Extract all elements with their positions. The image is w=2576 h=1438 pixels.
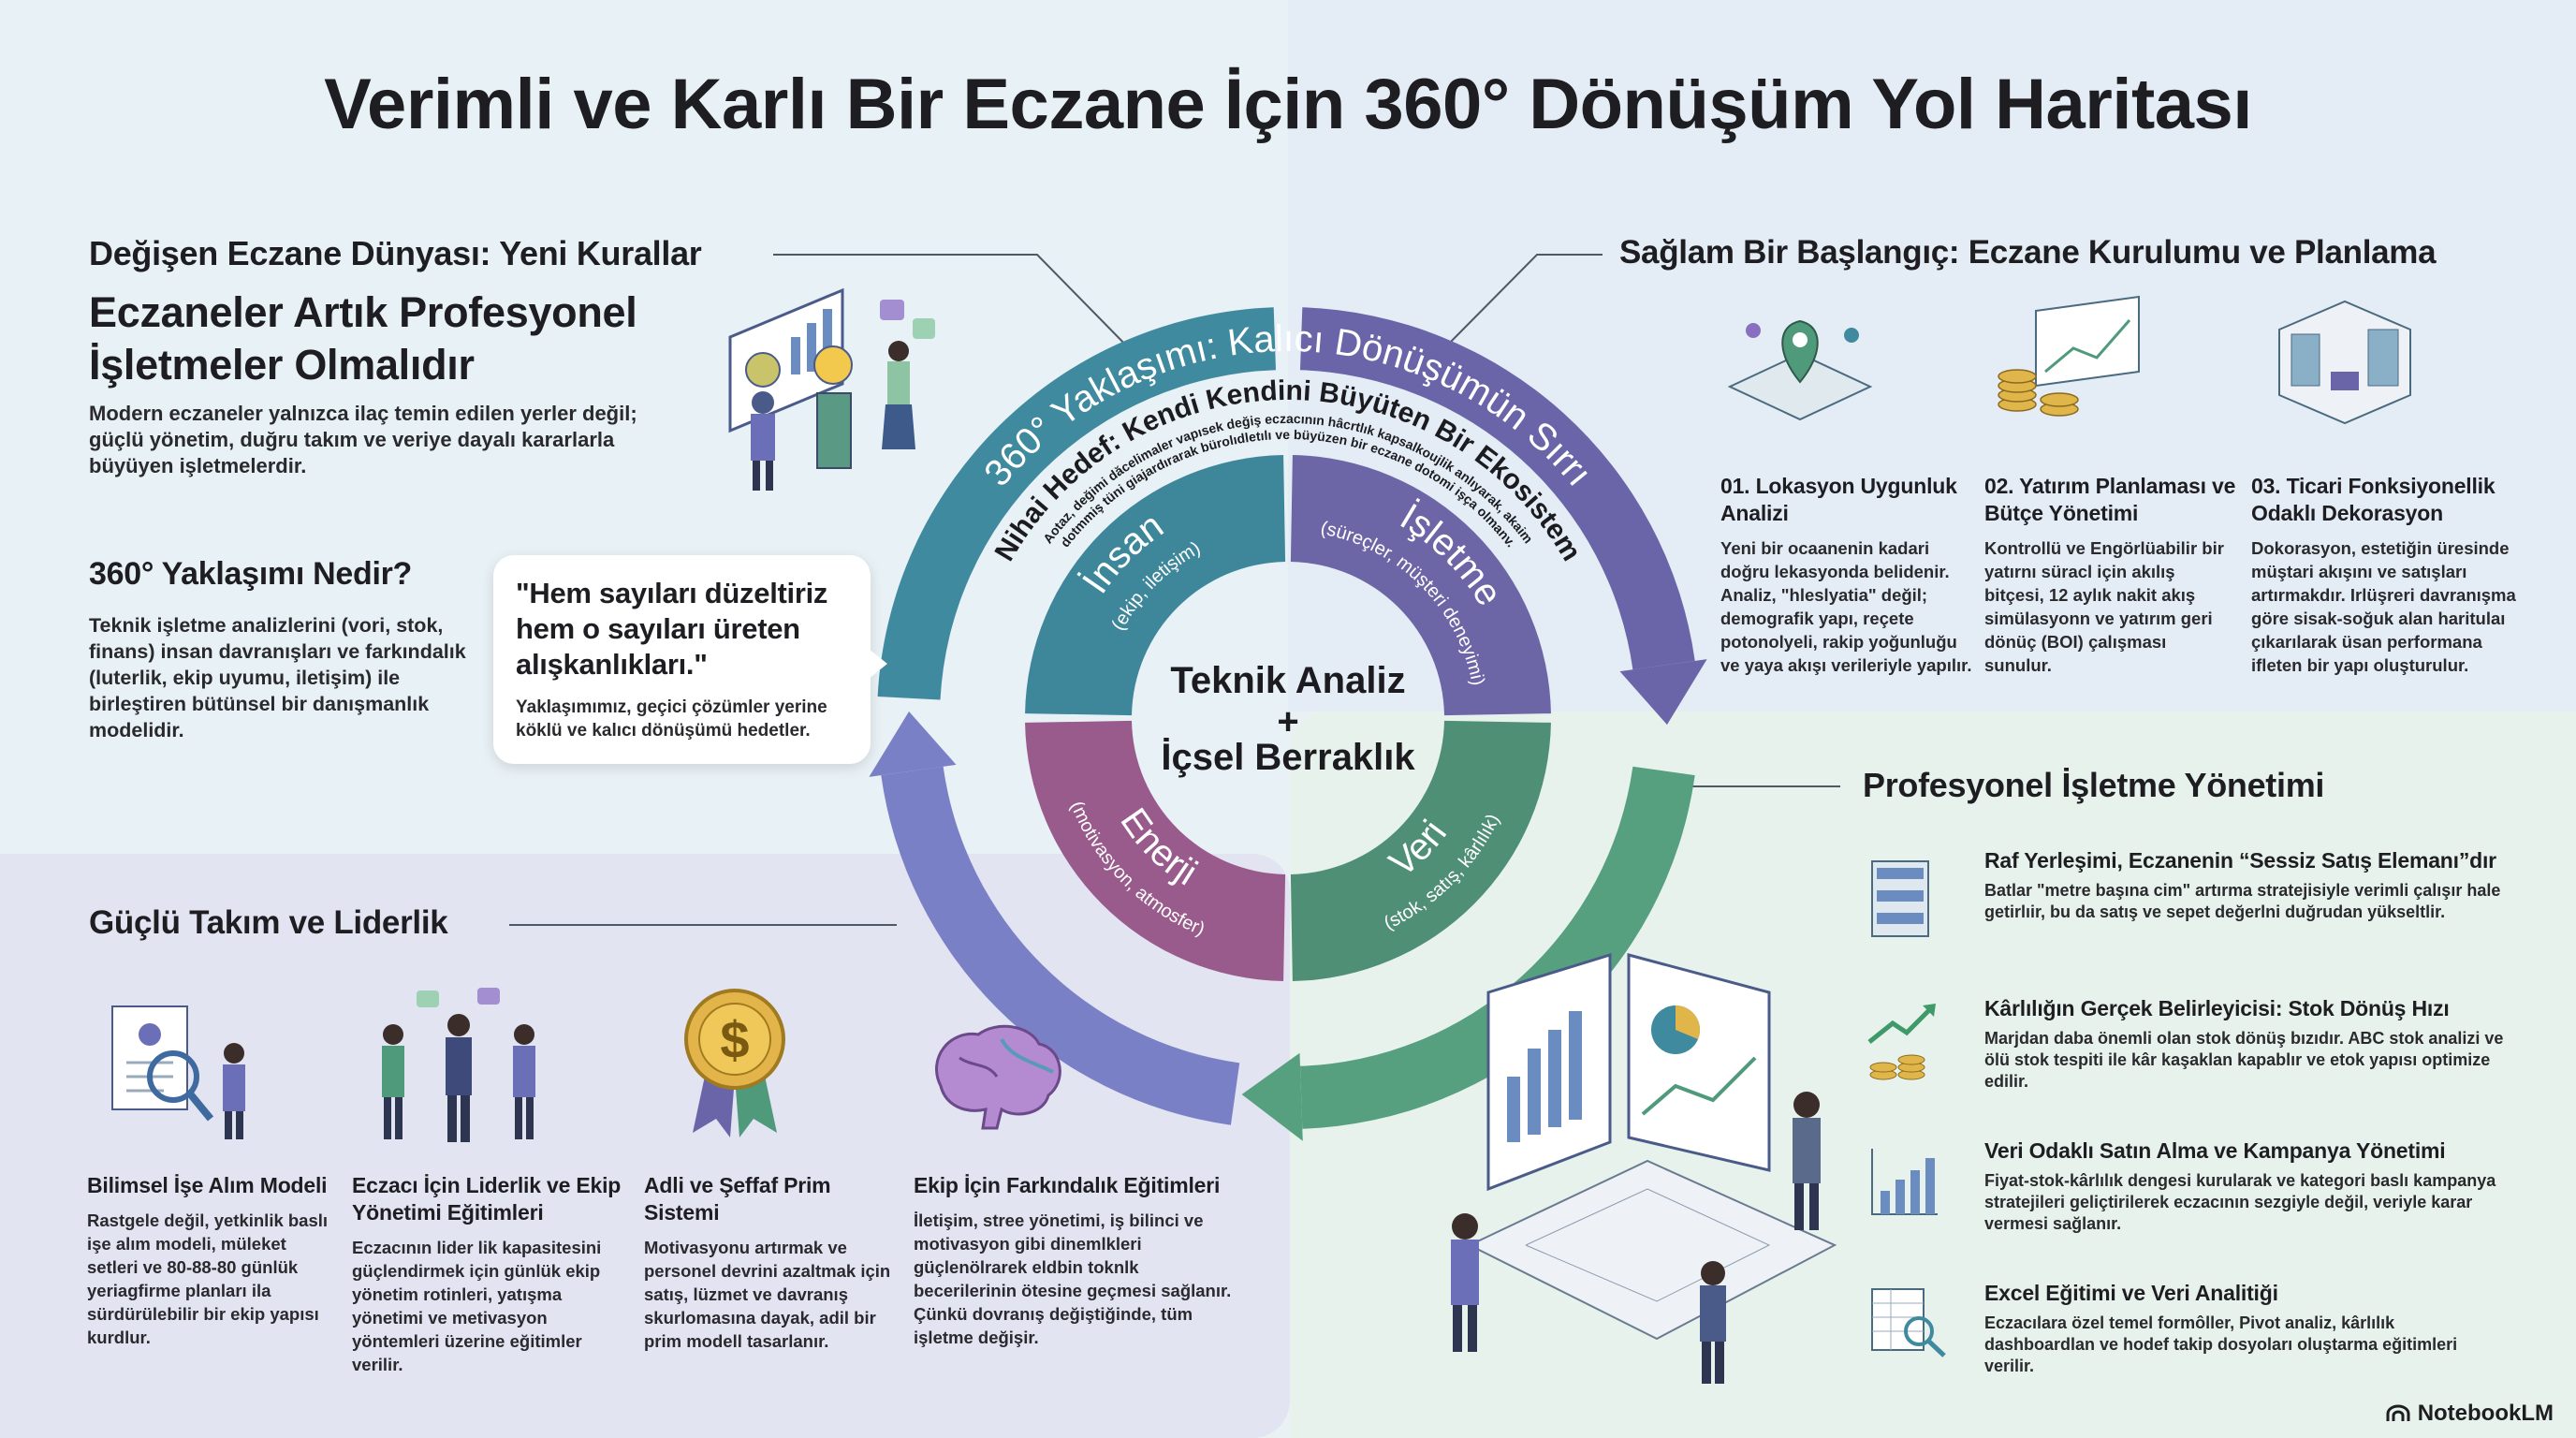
quote-subtext: Yaklaşımımız, geçici çözümler yerine kök… (516, 697, 827, 741)
management-item-2: Kârlılığın Gerçek Belirleyicisi: Stok Dö… (1984, 995, 2509, 1093)
team-item-title: Adli ve Şeffaf Prim Sistemi (644, 1173, 831, 1225)
center-label-1: Teknik Analiz (1170, 660, 1405, 701)
approach-text: Teknik işletme analizlerini (vori, stok,… (89, 614, 466, 741)
presentation-illustration (728, 287, 935, 491)
inner-quadrant-3 (1025, 720, 1286, 981)
connector-lines (509, 254, 1840, 926)
section-title-team: Güçlü Takım ve Liderlik (89, 904, 448, 941)
quote-text: "Hem sayıları düzeltiriz hem o sayıları … (516, 577, 828, 681)
management-item-title: Kârlılığın Gerçek Belirleyicisi: Stok Dö… (1984, 996, 2450, 1020)
section-title-changing-world: Değişen Eczane Dünyası: Yeni Kurallar (89, 234, 702, 272)
management-item-body: Marjdan daba önemli olan stok dönüş bızı… (1984, 1029, 2504, 1091)
connector-left-top (773, 254, 1135, 355)
management-item-title: Veri Odaklı Satın Alma ve Kampanya Yönet… (1984, 1138, 2446, 1163)
background-team-panel (0, 854, 1290, 1438)
section-title-setup: Sağlam Bir Başlangıç: Eczane Kurulumu ve… (1619, 234, 2437, 271)
management-item-body: Batlar "metre başına cim" artırma strate… (1984, 881, 2501, 921)
dashboard-illustration (1451, 952, 1837, 1384)
location-map-icon (1727, 319, 1873, 421)
notebooklm-logo-icon (2386, 1404, 2410, 1421)
management-item-4: Excel Eğitimi ve Veri Analitiği Eczacıla… (1984, 1280, 2509, 1377)
outer-ring-segment-blue (881, 766, 1240, 1125)
setup-step-title: 01. Lokasyon Uygunluk Analizi (1720, 474, 1957, 525)
headline: Eczaneler Artık Profesyonel İşletmeler O… (89, 286, 637, 391)
team-item-title: Ekip İçin Farkındalık Eğitimleri (914, 1173, 1221, 1197)
inner-quadrant-2 (1290, 720, 1551, 981)
team-item-title: Eczacı İçin Liderlik ve Ekip Yönetimi Eğ… (352, 1173, 622, 1225)
investment-budget-icon (1998, 295, 2140, 417)
ring-arrowhead-icon (869, 711, 957, 777)
bar-chart-icon (1871, 1149, 1938, 1215)
ring-arrowhead-icon (1241, 1052, 1303, 1141)
brain-icon (935, 1024, 1061, 1130)
outer-ring-segment-purple (1299, 307, 1695, 670)
headline-line-1: Eczaneler Artık Profesyonel (89, 288, 637, 336)
setup-step-body: Dokorasyon, estetiğin üresinde müştari a… (2251, 538, 2516, 675)
brand-badge: NotebookLM (2386, 1401, 2554, 1427)
setup-step-title: 02. Yatırım Planlaması ve Bütçe Yönetimi (1984, 474, 2236, 525)
management-item-title: Raf Yerleşimi, Eczanenin “Sessiz Satış E… (1984, 848, 2496, 873)
ring-arrowhead-icon (1619, 659, 1707, 726)
setup-step-2: 02. Yatırım Planlaması ve Bütçe Yönetimi… (1984, 473, 2237, 677)
page-title: Verimli ve Karlı Bir Eczane İçin 360° Dö… (324, 65, 2252, 144)
headline-line-2: İşletmeler Olmalıdır (89, 341, 475, 389)
team-item-body: Rastgele değil, yetkinlik baslı işe alım… (87, 1211, 329, 1347)
award-medal-icon: $ (684, 989, 785, 1137)
team-item-title: Bilimsel İşe Alım Modeli (87, 1173, 328, 1197)
setup-step-body: Kontrollü ve Engörlüabilir bir yatırnı s… (1984, 538, 2224, 675)
center-label-2: İçsel Berraklık (1161, 737, 1415, 778)
team-item-4: Ekip İçin Farkındalık Eğitimleri İletişi… (914, 1172, 1232, 1349)
inner-quadrant-1 (1290, 455, 1551, 716)
growth-coins-icon (1867, 1004, 1936, 1080)
leadership-team-icon (382, 988, 535, 1142)
setup-step-1: 01. Lokasyon Uygunluk Analizi Yeni bir o… (1720, 473, 1973, 677)
setup-step-body: Yeni bir ocaanenin kadari doğru lekasyon… (1720, 538, 1972, 675)
team-item-body: Eczacının lider lik kapasitesini güçlend… (352, 1238, 602, 1374)
team-item-body: Motivasyonu artırmak ve personel devrini… (644, 1238, 891, 1351)
team-item-1: Bilimsel İşe Alım Modeli Rastgele değil,… (87, 1172, 340, 1349)
management-item-body: Eczacılara özel temel formôller, Pivot a… (1984, 1313, 2458, 1375)
team-item-2: Eczacı İçin Liderlik ve Ekip Yönetimi Eğ… (352, 1172, 623, 1376)
management-item-1: Raf Yerleşimi, Eczanenin “Sessiz Satış E… (1984, 847, 2509, 923)
recruitment-icon (111, 1005, 245, 1139)
dollar-icon: $ (720, 1010, 749, 1069)
quote-card: "Hem sayıları düzeltiriz hem o sayıları … (493, 555, 887, 764)
setup-step-3: 03. Ticari Fonksiyonellik Odaklı Dekoras… (2251, 473, 2523, 677)
management-item-title: Excel Eğitimi ve Veri Analitiği (1984, 1281, 2278, 1305)
management-item-3: Veri Odaklı Satın Alma ve Kampanya Yönet… (1984, 1137, 2509, 1235)
section-title-management: Profesyonel İşletme Yönetimi (1863, 766, 2325, 804)
store-decoration-icon (2278, 300, 2411, 425)
team-item-body: İletişim, stree yönetimi, iş bilinci ve … (914, 1211, 1232, 1347)
shelf-icon (1871, 860, 1929, 937)
outer-ring-segment-teal (877, 307, 1277, 700)
management-item-body: Fiyat-stok-kârlılık dengesi kurularak ve… (1984, 1171, 2496, 1233)
brand-name: NotebookLM (2417, 1401, 2554, 1426)
inner-quadrant-0 (1025, 455, 1286, 716)
setup-step-title: 03. Ticari Fonksiyonellik Odaklı Dekoras… (2251, 474, 2496, 525)
connector-right-top (1445, 254, 1603, 347)
spreadsheet-magnifier-icon (1871, 1288, 1946, 1357)
approach-title: 360° Yaklaşımı Nedir? (89, 556, 412, 592)
center-plus: + (1277, 701, 1298, 742)
team-item-3: Adli ve Şeffaf Prim Sistemi Motivasyonu … (644, 1172, 897, 1353)
intro-text: Modern eczaneler yalnızca ilaç temin edi… (89, 402, 637, 477)
